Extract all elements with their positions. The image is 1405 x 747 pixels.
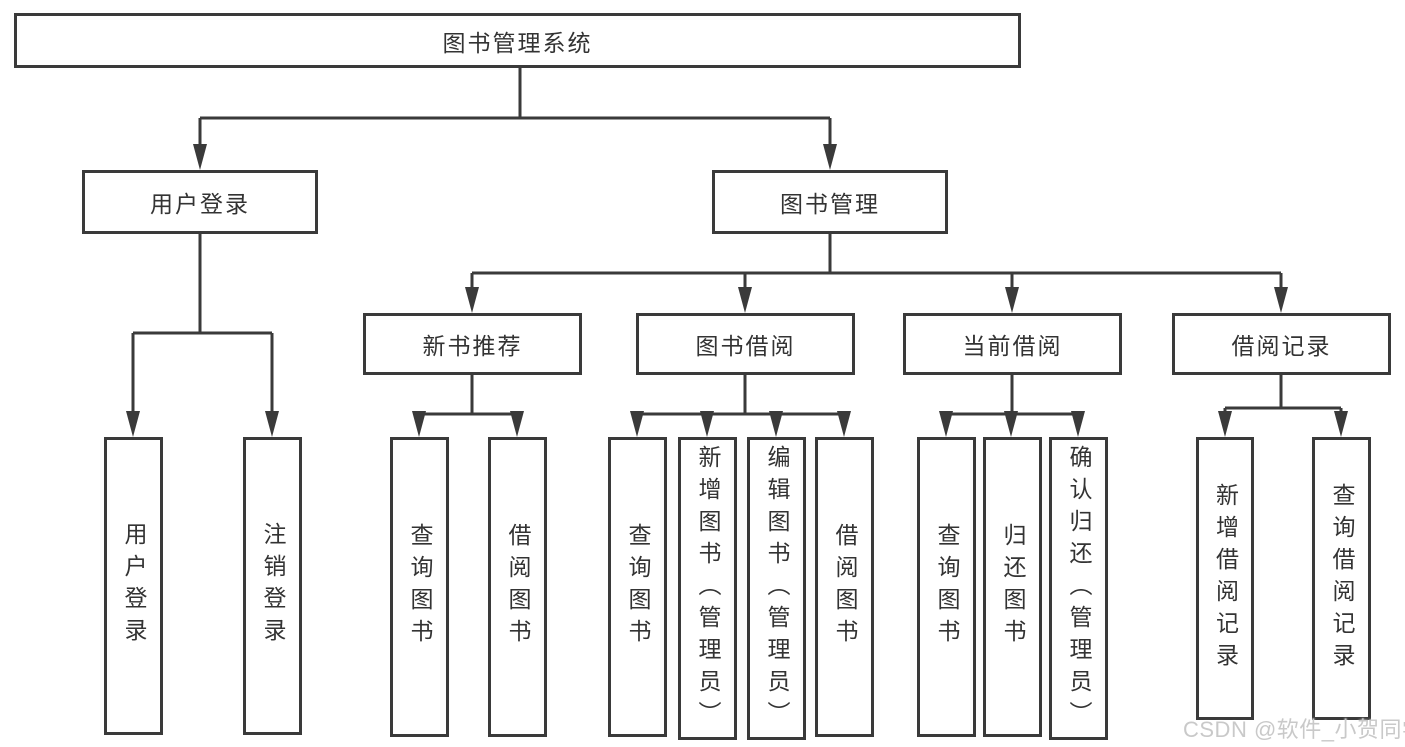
node-label: 用户登录 — [150, 191, 250, 217]
csdn-watermark: CSDN @软件_小贺同学 — [1183, 717, 1405, 742]
arrowhead — [193, 144, 207, 170]
connector-current-borrow-children — [939, 373, 1085, 437]
arrowhead — [837, 411, 851, 437]
arrowhead — [769, 411, 783, 437]
node-label: 新增借阅记录 — [1212, 482, 1239, 675]
arrowhead — [700, 411, 714, 437]
node-label: 确认归还（管理员） — [1066, 444, 1092, 733]
connector-user-login-children — [126, 232, 279, 437]
node-label: 注销登录 — [260, 522, 286, 650]
arrowhead — [412, 411, 426, 437]
node-label: 图书管理系统 — [442, 29, 593, 56]
connector-book-borrow-children — [630, 373, 851, 437]
arrowhead — [939, 411, 953, 437]
leaf-nbr-query-books: 查询图书 — [390, 437, 449, 737]
leaf-cb-confirm-return-admin: 确认归还（管理员） — [1049, 437, 1108, 740]
node-new-book-rec: 新书推荐 — [363, 313, 582, 375]
arrowhead — [1274, 287, 1288, 313]
arrowhead — [126, 411, 140, 437]
arrowhead — [1071, 411, 1085, 437]
node-label: 借阅记录 — [1231, 333, 1332, 359]
node-label: 查询图书 — [407, 523, 433, 651]
node-label: 借阅图书 — [832, 523, 858, 651]
node-label: 查询借阅记录 — [1329, 482, 1355, 675]
leaf-user-login: 用户登录 — [104, 437, 163, 735]
leaf-nbr-borrow-books: 借阅图书 — [488, 437, 547, 737]
connector-new-book-rec-children — [412, 373, 524, 437]
node-current-borrow: 当前借阅 — [903, 313, 1122, 375]
node-label: 查询图书 — [625, 523, 651, 651]
arrowhead — [1004, 411, 1018, 437]
arrowhead — [630, 411, 644, 437]
node-label: 当前借阅 — [962, 333, 1063, 359]
leaf-bb-query-books: 查询图书 — [608, 437, 667, 737]
arrowhead — [823, 144, 837, 170]
node-label: 借阅图书 — [505, 523, 531, 651]
leaf-bb-add-books-admin: 新增图书（管理员） — [678, 437, 737, 740]
arrowhead — [738, 287, 752, 313]
node-root: 图书管理系统 — [14, 13, 1021, 68]
node-label: 图书管理 — [780, 191, 880, 217]
leaf-br-query-record: 查询借阅记录 — [1312, 437, 1371, 720]
node-label: 查询图书 — [934, 523, 960, 651]
arrowhead — [1218, 411, 1232, 437]
arrowhead — [510, 411, 524, 437]
arrowhead — [265, 411, 279, 437]
node-label: 编辑图书（管理员） — [764, 444, 790, 733]
node-book-mgmt: 图书管理 — [712, 170, 948, 234]
leaf-cb-return-books: 归还图书 — [983, 437, 1042, 737]
connector-root-to-level2 — [193, 66, 837, 170]
node-label: 新书推荐 — [422, 333, 523, 359]
node-borrow-records: 借阅记录 — [1172, 313, 1391, 375]
arrowhead — [1334, 411, 1348, 437]
node-label: 新增图书（管理员） — [695, 444, 721, 733]
arrowhead — [465, 287, 479, 313]
node-label: 归还图书 — [1000, 523, 1026, 651]
node-label: 用户登录 — [121, 522, 147, 650]
node-book-borrow: 图书借阅 — [636, 313, 855, 375]
leaf-bb-borrow-books: 借阅图书 — [815, 437, 874, 737]
leaf-logout: 注销登录 — [243, 437, 302, 735]
node-user-login: 用户登录 — [82, 170, 318, 234]
arrowhead — [1005, 287, 1019, 313]
leaf-bb-edit-books-admin: 编辑图书（管理员） — [747, 437, 806, 740]
leaf-cb-query-books: 查询图书 — [917, 437, 976, 737]
connector-borrow-records-children — [1218, 373, 1348, 437]
leaf-br-add-record: 新增借阅记录 — [1196, 437, 1254, 720]
node-label: 图书借阅 — [695, 333, 796, 359]
connector-book-mgmt-children — [465, 232, 1288, 313]
